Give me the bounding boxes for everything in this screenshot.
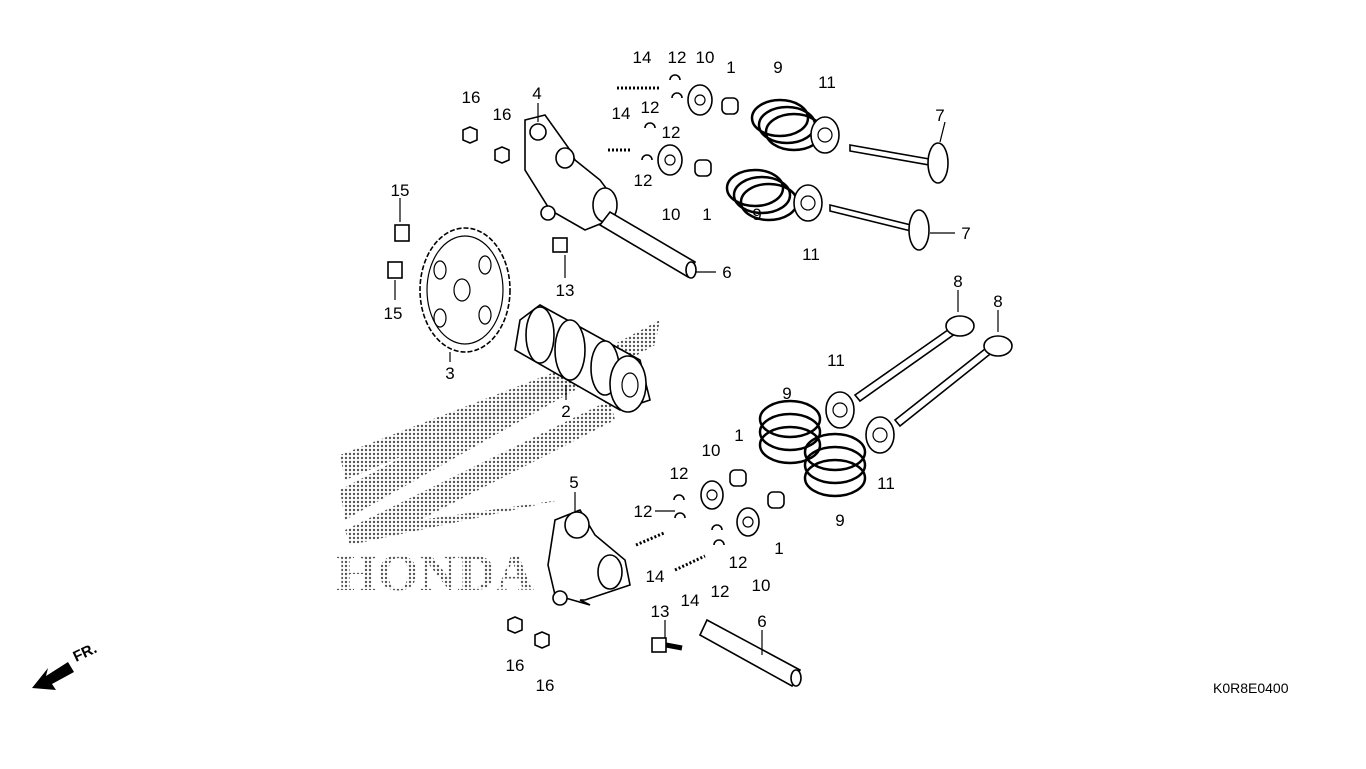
callout-9: 9 [835, 511, 844, 530]
callout-15: 15 [391, 181, 410, 200]
callout-14: 14 [633, 48, 652, 67]
callout-14: 14 [681, 591, 700, 610]
front-label: FR. [71, 640, 100, 666]
front-direction-arrow: FR. [32, 640, 100, 690]
rocker-shaft [598, 210, 802, 688]
callout-11: 11 [802, 245, 820, 264]
callout-11: 11 [877, 474, 895, 493]
callout-labels: 14 12 10 1 9 11 7 12 12 14 12 10 1 9 11 … [384, 48, 1003, 695]
callout-15: 15 [384, 304, 403, 323]
callout-9: 9 [773, 58, 782, 77]
callout-16: 16 [493, 105, 512, 124]
callout-6: 6 [757, 612, 766, 631]
valve-springs [725, 98, 867, 498]
callout-12: 12 [662, 123, 681, 142]
camshaft [514, 304, 651, 413]
callout-9: 9 [752, 205, 761, 224]
callout-14: 14 [646, 567, 665, 586]
callout-1: 1 [702, 205, 711, 224]
callout-1: 1 [774, 539, 783, 558]
callout-12: 12 [634, 171, 653, 190]
diagram-code: K0R8E0400 [1213, 680, 1289, 696]
rocker-arm-upper [524, 114, 618, 231]
rocker-arm-lower [547, 509, 631, 606]
callout-1: 1 [726, 58, 735, 77]
callout-8: 8 [993, 292, 1002, 311]
arrow-icon [32, 662, 74, 690]
small-parts [387, 74, 895, 653]
callout-3: 3 [445, 364, 454, 383]
callout-8: 8 [953, 272, 962, 291]
callout-16: 16 [536, 676, 555, 695]
callout-12: 12 [634, 502, 653, 521]
callout-6: 6 [722, 263, 731, 282]
valves [829, 142, 1013, 428]
callout-10: 10 [662, 205, 681, 224]
callout-10: 10 [702, 441, 721, 460]
callout-12: 12 [668, 48, 687, 67]
callout-16: 16 [506, 656, 525, 675]
callout-11: 11 [818, 73, 836, 92]
callout-13: 13 [556, 281, 575, 300]
cam-sprocket [419, 227, 511, 353]
callout-1: 1 [734, 426, 743, 445]
callout-12: 12 [641, 98, 660, 117]
callout-14: 14 [612, 104, 631, 123]
callout-12: 12 [670, 464, 689, 483]
callout-13: 13 [651, 602, 670, 621]
callout-9: 9 [782, 384, 791, 403]
honda-watermark-text: HONDA [336, 545, 534, 602]
callout-10: 10 [696, 48, 715, 67]
callout-5: 5 [569, 473, 578, 492]
callout-7: 7 [961, 224, 970, 243]
callout-11: 11 [827, 351, 845, 370]
callout-12: 12 [711, 582, 730, 601]
callout-10: 10 [752, 576, 771, 595]
callout-4: 4 [532, 84, 541, 103]
callout-16: 16 [462, 88, 481, 107]
callout-12: 12 [729, 553, 748, 572]
callout-7: 7 [935, 106, 944, 125]
leader-lines [394, 103, 999, 655]
callout-2: 2 [561, 402, 570, 421]
